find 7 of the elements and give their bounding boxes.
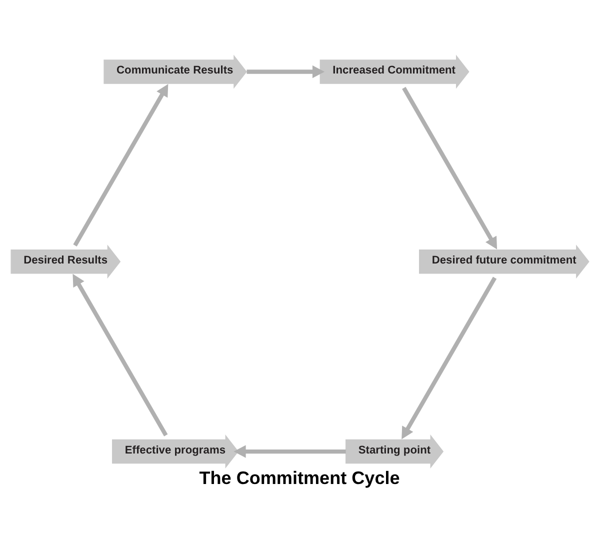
arrow: [246, 65, 325, 78]
diagram-title: The Commitment Cycle: [199, 468, 400, 488]
arrow: [402, 276, 497, 440]
arrow: [402, 86, 498, 250]
arrow: [73, 84, 168, 246]
arrow: [72, 274, 168, 436]
arrow: [234, 445, 346, 458]
